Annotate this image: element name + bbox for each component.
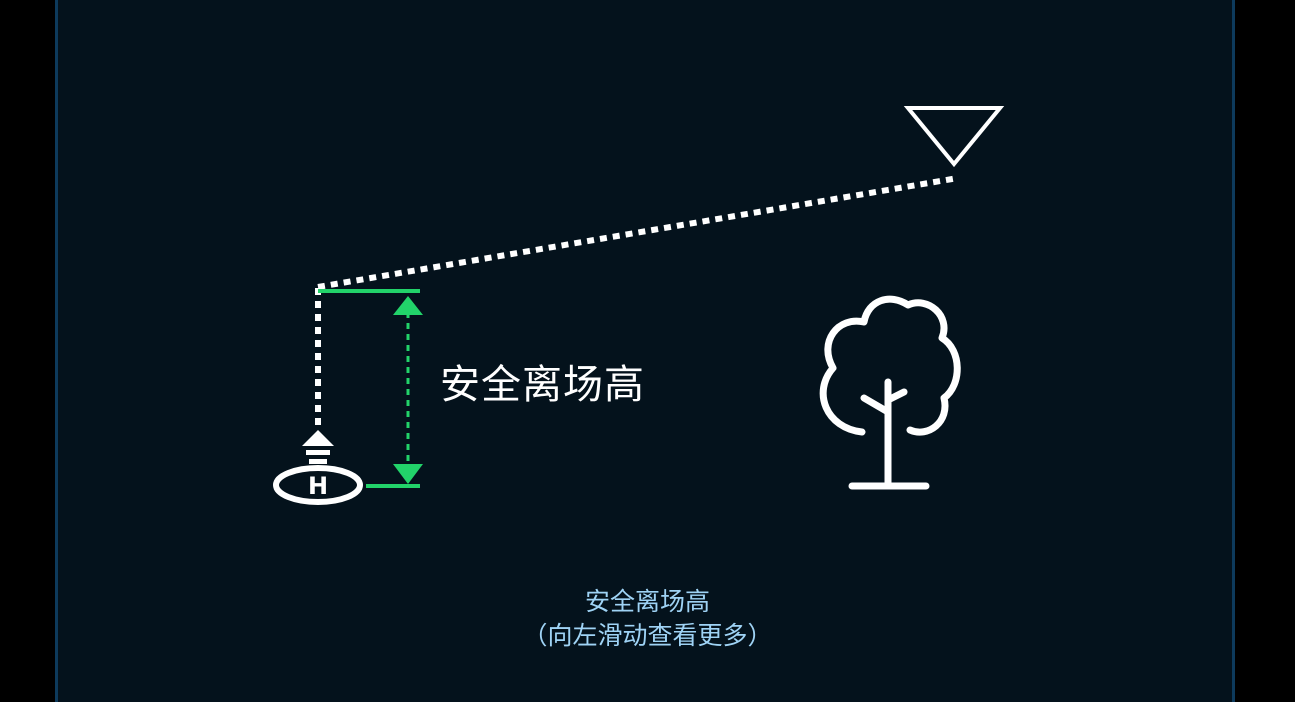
flight-path	[315, 175, 959, 425]
svg-text:H: H	[308, 472, 328, 500]
caption-hint: （向左滑动查看更多）	[522, 621, 773, 650]
height-measure	[318, 289, 423, 488]
measure-arrow-up-icon	[393, 296, 423, 315]
measure-arrow-down-icon	[393, 464, 423, 484]
tree-icon	[819, 295, 961, 490]
caption-title: 安全离场高	[584, 587, 710, 616]
cruise-segment	[317, 175, 959, 290]
waypoint-triangle-icon	[903, 106, 1005, 168]
measure-label: 安全离场高	[440, 362, 645, 408]
diagram-panel	[55, 0, 1235, 702]
helipad-icon: H	[273, 465, 363, 505]
caption: 安全离场高 （向左滑动查看更多）	[0, 585, 1295, 653]
drone-icon	[302, 430, 334, 464]
